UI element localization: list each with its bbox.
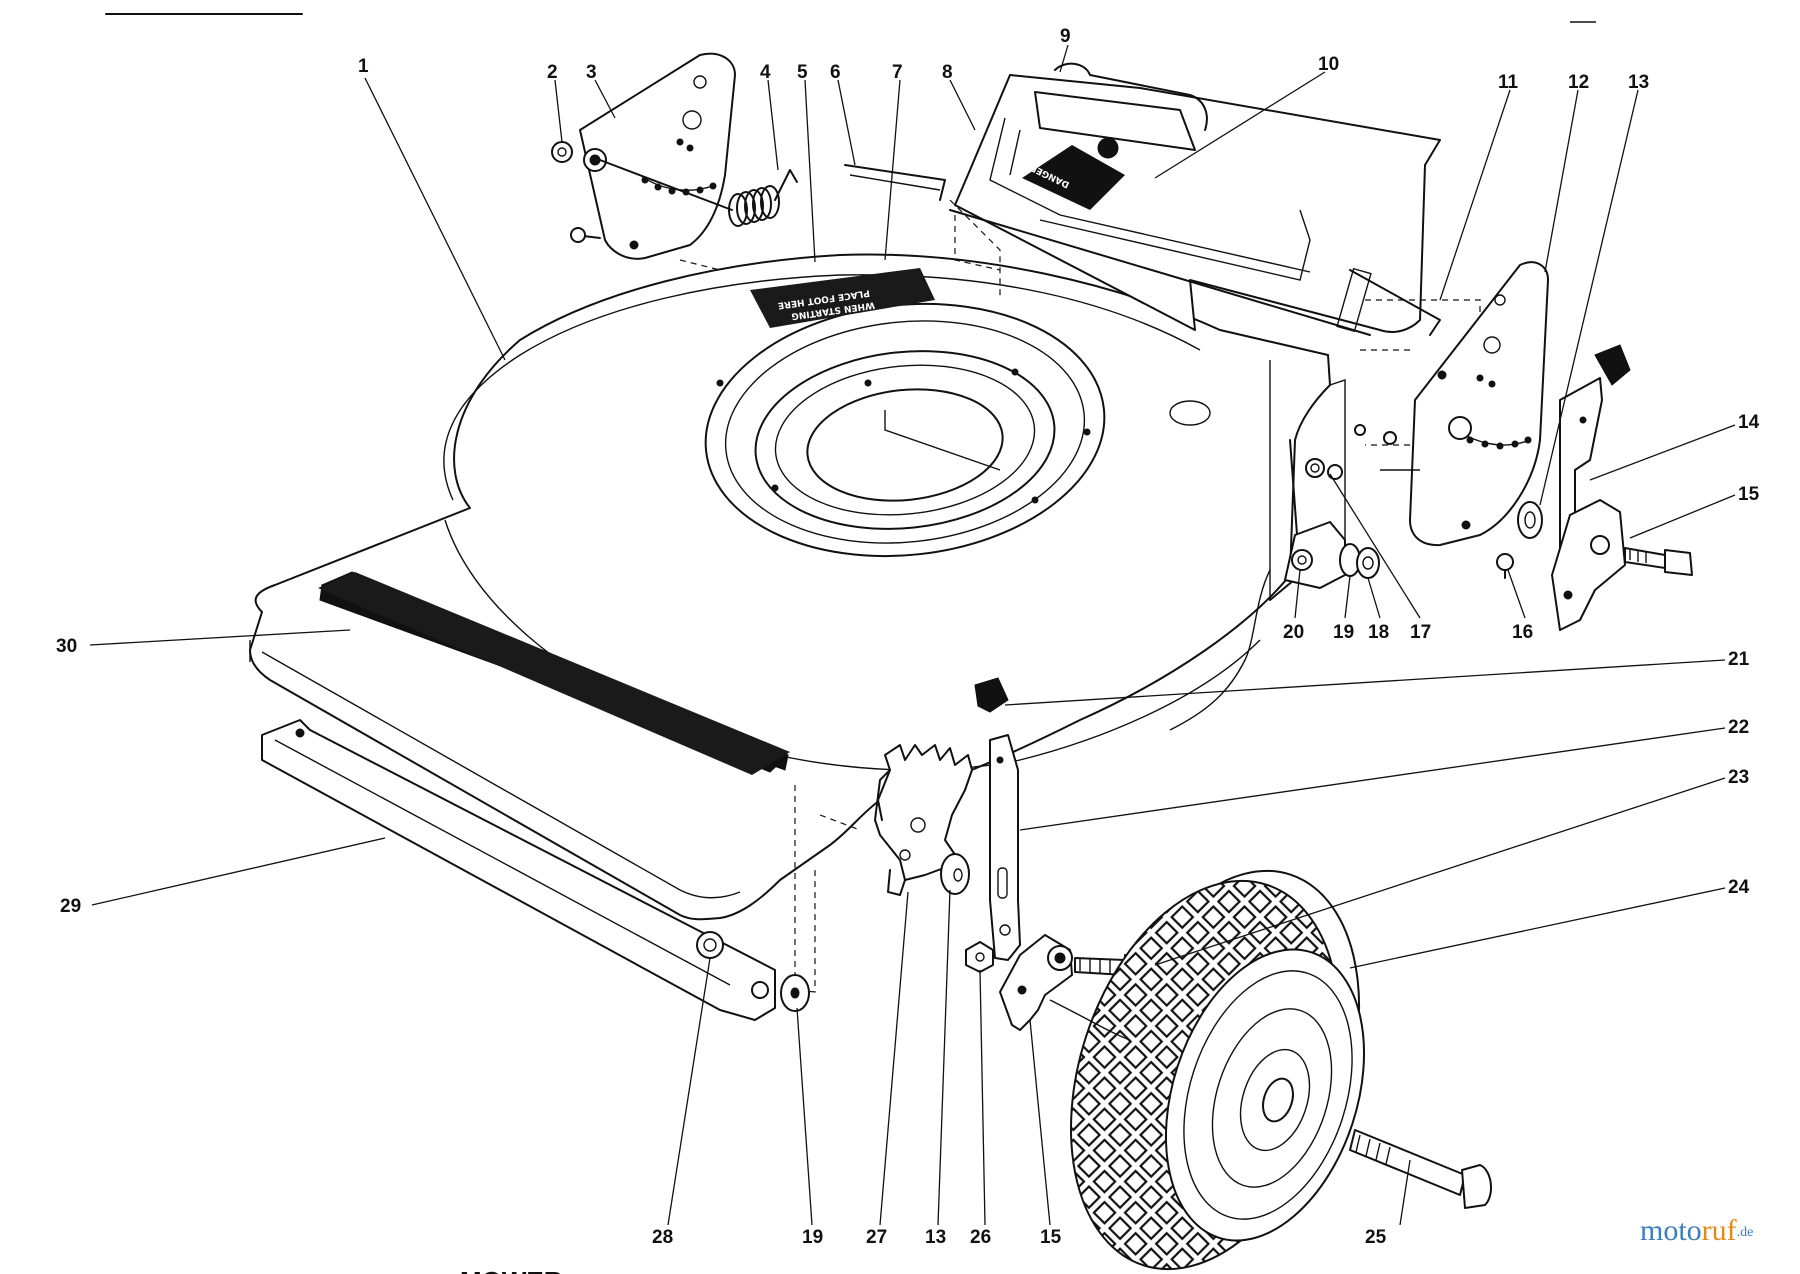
callout-15-right: 15 bbox=[1738, 484, 1760, 505]
callouts: 1 2 3 4 5 6 7 8 9 10 11 12 13 14 15 16 1… bbox=[56, 26, 1760, 1248]
front-wheel bbox=[1049, 860, 1492, 1274]
callout-13-bottom: 13 bbox=[925, 1227, 946, 1248]
callout-18: 18 bbox=[1368, 622, 1389, 643]
callout-15-bottom: 15 bbox=[1040, 1227, 1062, 1248]
callout-17: 17 bbox=[1410, 622, 1431, 643]
torsion-spring bbox=[599, 159, 798, 227]
callout-11: 11 bbox=[1498, 72, 1519, 93]
callout-6: 6 bbox=[830, 62, 841, 83]
watermark-text: motoruf.de bbox=[1640, 1214, 1753, 1247]
callout-29: 29 bbox=[60, 896, 81, 917]
callout-19-right: 19 bbox=[1333, 622, 1354, 643]
callout-28: 28 bbox=[652, 1227, 673, 1248]
callout-23: 23 bbox=[1728, 767, 1749, 788]
callout-25: 25 bbox=[1365, 1227, 1387, 1248]
callout-1: 1 bbox=[358, 56, 369, 77]
leader-lines bbox=[89, 44, 1736, 1226]
height-adjuster-right bbox=[1354, 261, 1549, 547]
watermark-part2: ruf bbox=[1702, 1214, 1737, 1247]
callout-16: 16 bbox=[1512, 622, 1533, 643]
callout-26: 26 bbox=[970, 1227, 991, 1248]
callout-7: 7 bbox=[892, 62, 903, 83]
callout-8: 8 bbox=[942, 62, 953, 83]
callout-14: 14 bbox=[1738, 412, 1760, 433]
callout-24: 24 bbox=[1728, 877, 1750, 898]
callout-10: 10 bbox=[1318, 54, 1339, 75]
callout-12: 12 bbox=[1568, 72, 1589, 93]
callout-30: 30 bbox=[56, 636, 77, 657]
callout-13-top: 13 bbox=[1628, 72, 1649, 93]
rear-wheel-bracket bbox=[1496, 344, 1693, 631]
callout-5: 5 bbox=[797, 62, 808, 83]
callout-4: 4 bbox=[760, 62, 771, 83]
callout-2: 2 bbox=[547, 62, 558, 83]
watermark: motoruf.de bbox=[1640, 1214, 1753, 1247]
callout-3: 3 bbox=[586, 62, 597, 83]
watermark-suffix: .de bbox=[1737, 1225, 1754, 1240]
rear-guard-assembly: DANGER bbox=[949, 62, 1481, 446]
callout-27: 27 bbox=[866, 1227, 887, 1248]
callout-22: 22 bbox=[1728, 717, 1749, 738]
watermark-part1: moto bbox=[1640, 1214, 1702, 1247]
caption-fragment: MOWER bbox=[460, 1266, 563, 1274]
callout-9: 9 bbox=[1060, 26, 1071, 47]
front-baffle bbox=[261, 719, 810, 1021]
callout-19-bottom: 19 bbox=[802, 1227, 823, 1248]
callout-20: 20 bbox=[1283, 622, 1304, 643]
mower-deck: PLACE FOOT HERE WHEN STARTING bbox=[249, 253, 1346, 921]
callout-21: 21 bbox=[1728, 649, 1750, 670]
